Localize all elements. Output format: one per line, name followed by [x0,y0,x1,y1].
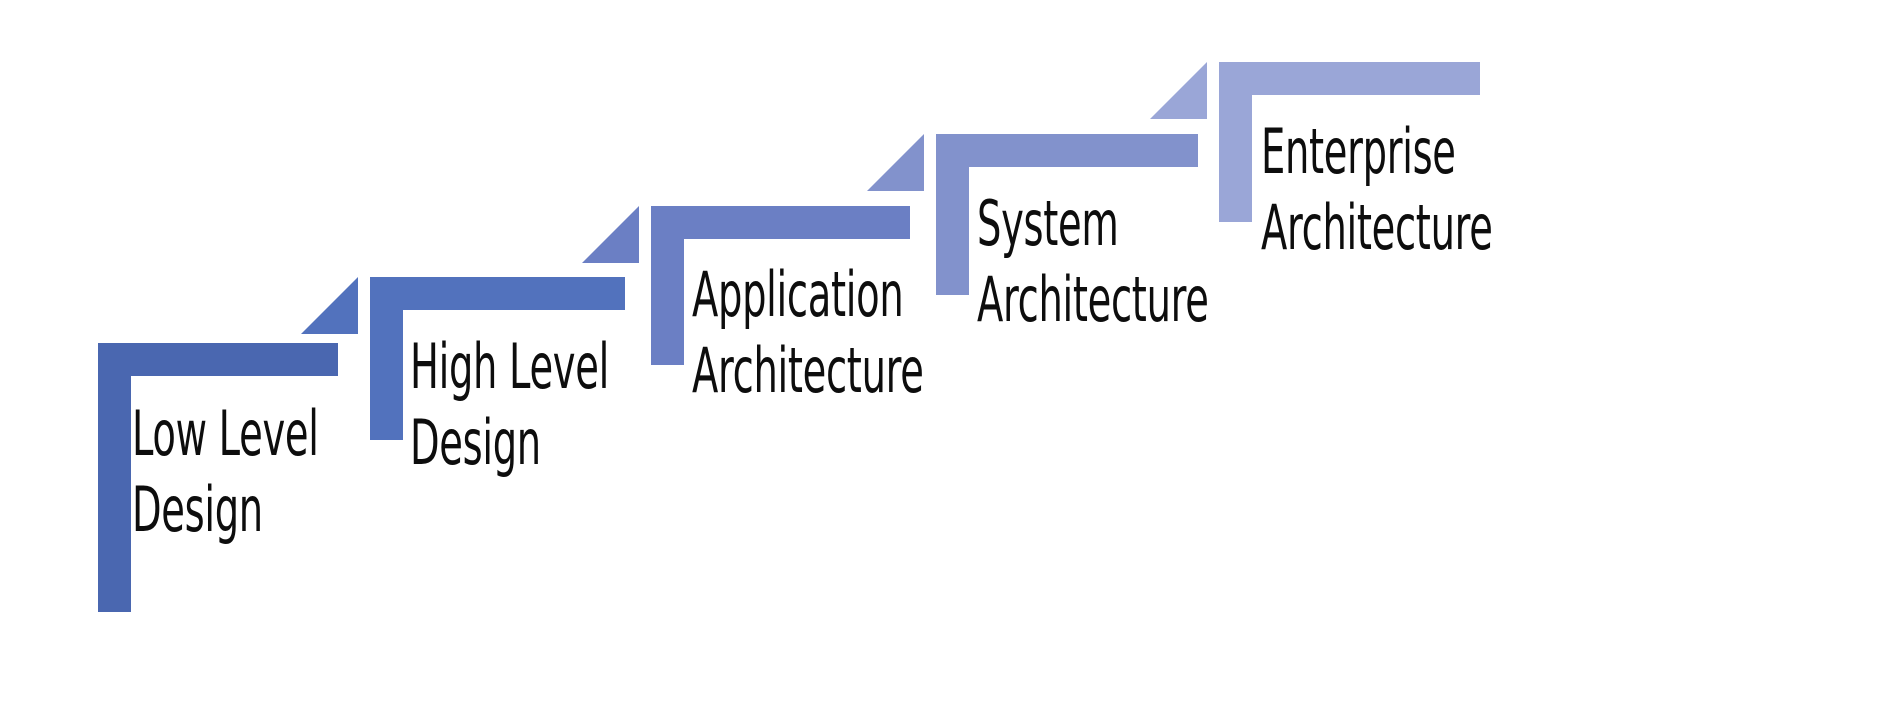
step-label-line1-high-level-design: High Level [410,330,609,403]
step-top-bar-system-architecture [936,134,1198,167]
step-arrow-icon-high-level-design [301,277,358,334]
step-label-line1-low-level-design: Low Level [132,397,319,470]
step-arrow-icon-system-architecture [867,134,924,191]
step-label-line2-system-architecture: Architecture [977,262,1209,336]
step-label-line1-system-architecture: System [977,187,1119,260]
step-label-line2-high-level-design: Design [410,405,541,479]
step-label-line2-enterprise-architecture: Architecture [1261,190,1493,264]
step-top-bar-low-level-design [98,343,338,376]
step-left-bar-application-architecture [651,206,684,365]
step-top-bar-enterprise-architecture [1219,62,1480,95]
step-left-bar-high-level-design [370,277,403,440]
step-arrow-icon-enterprise-architecture [1150,62,1207,119]
step-label-line1-enterprise-architecture: Enterprise [1261,115,1456,188]
step-left-bar-low-level-design [98,343,131,612]
step-label-line2-low-level-design: Design [132,472,263,546]
step-label-line1-application-architecture: Application [692,258,904,331]
step-left-bar-system-architecture [936,134,969,295]
step-top-bar-high-level-design [370,277,625,310]
step-top-bar-application-architecture [651,206,910,239]
step-left-bar-enterprise-architecture [1219,62,1252,222]
step-label-line2-application-architecture: Architecture [692,333,924,407]
step-arrow-icon-application-architecture [582,206,639,263]
